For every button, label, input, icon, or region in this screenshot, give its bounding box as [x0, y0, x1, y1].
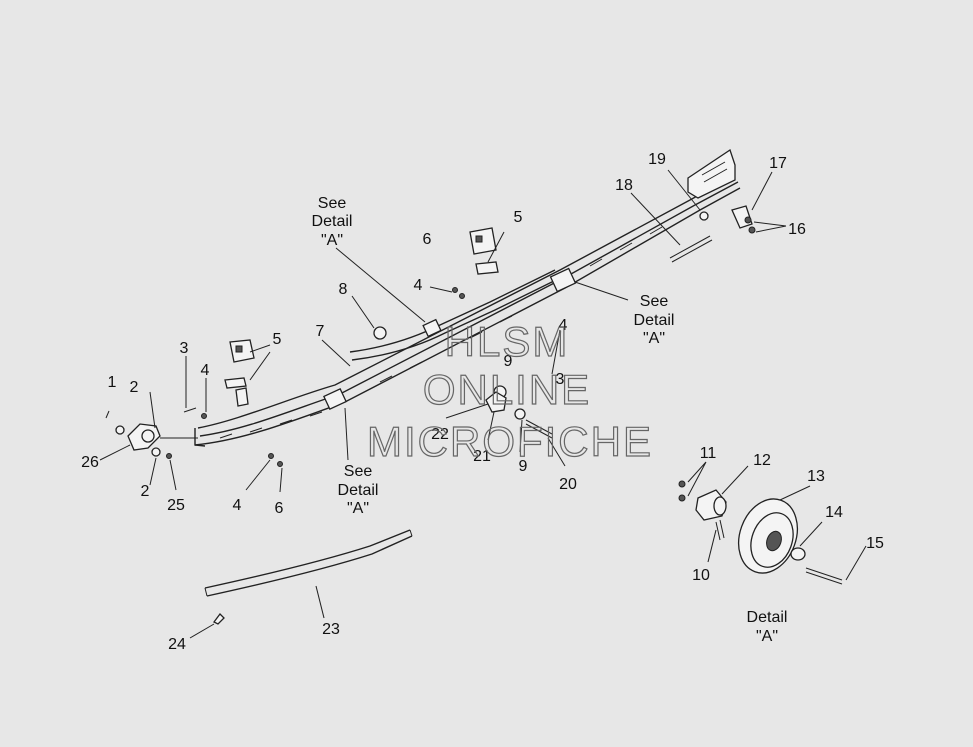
label-6-top: 6 [423, 231, 432, 248]
label-24: 24 [168, 636, 186, 653]
washer-9 [514, 408, 526, 420]
label-4-bottom: 4 [233, 497, 242, 514]
label-3-mid: 3 [556, 371, 565, 388]
wheel-mount-front [323, 387, 347, 411]
svg-text:See: See [640, 293, 669, 310]
idler-21 [485, 391, 507, 413]
washer-14 [790, 547, 806, 561]
wear-strip-screw [213, 613, 225, 625]
svg-text:"A": "A" [321, 232, 343, 249]
label-1: 1 [108, 374, 117, 391]
see-detail-callout-bottom: See Detail "A" [338, 463, 379, 517]
watermark: HLSM ONLINE MICROFICHE [366, 317, 653, 465]
slide-rail-assembly [194, 148, 741, 447]
mid-hardware [373, 326, 553, 439]
label-25: 25 [167, 497, 185, 514]
bolt-10 [715, 521, 721, 541]
label-12: 12 [753, 452, 771, 469]
leader-lines [99, 169, 867, 639]
label-18: 18 [615, 177, 633, 194]
svg-text:"A": "A" [347, 500, 369, 517]
label-4-left: 4 [201, 362, 210, 379]
label-5-top: 5 [514, 209, 523, 226]
label-21: 21 [473, 448, 491, 465]
stop-block-rear [469, 227, 497, 255]
label-5-left: 5 [273, 331, 282, 348]
label-2-lower: 2 [141, 483, 150, 500]
label-2-upper: 2 [130, 379, 139, 396]
rear-hardware [669, 205, 756, 263]
watermark-line-1: HLSM [445, 318, 570, 365]
front-hardware [105, 407, 283, 467]
label-19: 19 [648, 151, 666, 168]
see-detail-callout-top: See Detail "A" [312, 195, 353, 249]
label-10: 10 [692, 567, 710, 584]
label-15: 15 [866, 535, 884, 552]
svg-text:Detail: Detail [312, 213, 353, 230]
watermark-line-2: ONLINE [423, 366, 591, 413]
label-9-upper: 9 [504, 353, 513, 370]
label-8: 8 [339, 281, 348, 298]
wheel-mount-mid [422, 318, 442, 338]
stop-blocks [224, 227, 499, 407]
detail-a-caption: Detail "A" [747, 609, 788, 645]
front-washer [115, 425, 125, 435]
label-22: 22 [431, 426, 449, 443]
bolt-20 [525, 419, 553, 435]
label-20: 20 [559, 476, 577, 493]
watermark-line-3: MICROFICHE [367, 418, 653, 465]
label-3-left: 3 [180, 340, 189, 357]
svg-text:Detail: Detail [338, 482, 379, 499]
spacer-8 [373, 326, 387, 340]
label-6-bottom: 6 [275, 500, 284, 517]
see-detail-callout-right: See Detail "A" [634, 293, 675, 347]
label-13: 13 [807, 468, 825, 485]
label-9-lower: 9 [519, 458, 528, 475]
bolt-15 [805, 567, 843, 581]
wheel-mount-rear [549, 267, 577, 293]
bolt-left [183, 407, 197, 413]
lower-washer [151, 447, 161, 457]
svg-text:See: See [318, 195, 347, 212]
label-17: 17 [769, 155, 787, 172]
shaft-18 [669, 235, 711, 259]
label-23: 23 [322, 621, 340, 638]
label-11: 11 [700, 445, 717, 462]
label-14: 14 [825, 504, 843, 521]
wear-strip [204, 529, 413, 625]
svg-text:Detail: Detail [747, 609, 788, 626]
part-number-labels: 1 2 2 3 3 4 4 4 4 5 5 6 6 7 8 9 9 10 11 … [81, 151, 884, 653]
detail-a [678, 480, 843, 585]
label-16: 16 [788, 221, 806, 238]
rear-bumper-bracket [687, 148, 736, 199]
svg-text:Detail: Detail [634, 312, 675, 329]
svg-text:"A": "A" [756, 628, 778, 645]
label-7: 7 [316, 323, 325, 340]
svg-text:"A": "A" [643, 330, 665, 347]
label-4-mid: 4 [559, 317, 568, 334]
svg-text:See: See [344, 463, 373, 480]
label-4-top: 4 [414, 277, 423, 294]
label-26: 26 [81, 454, 99, 471]
